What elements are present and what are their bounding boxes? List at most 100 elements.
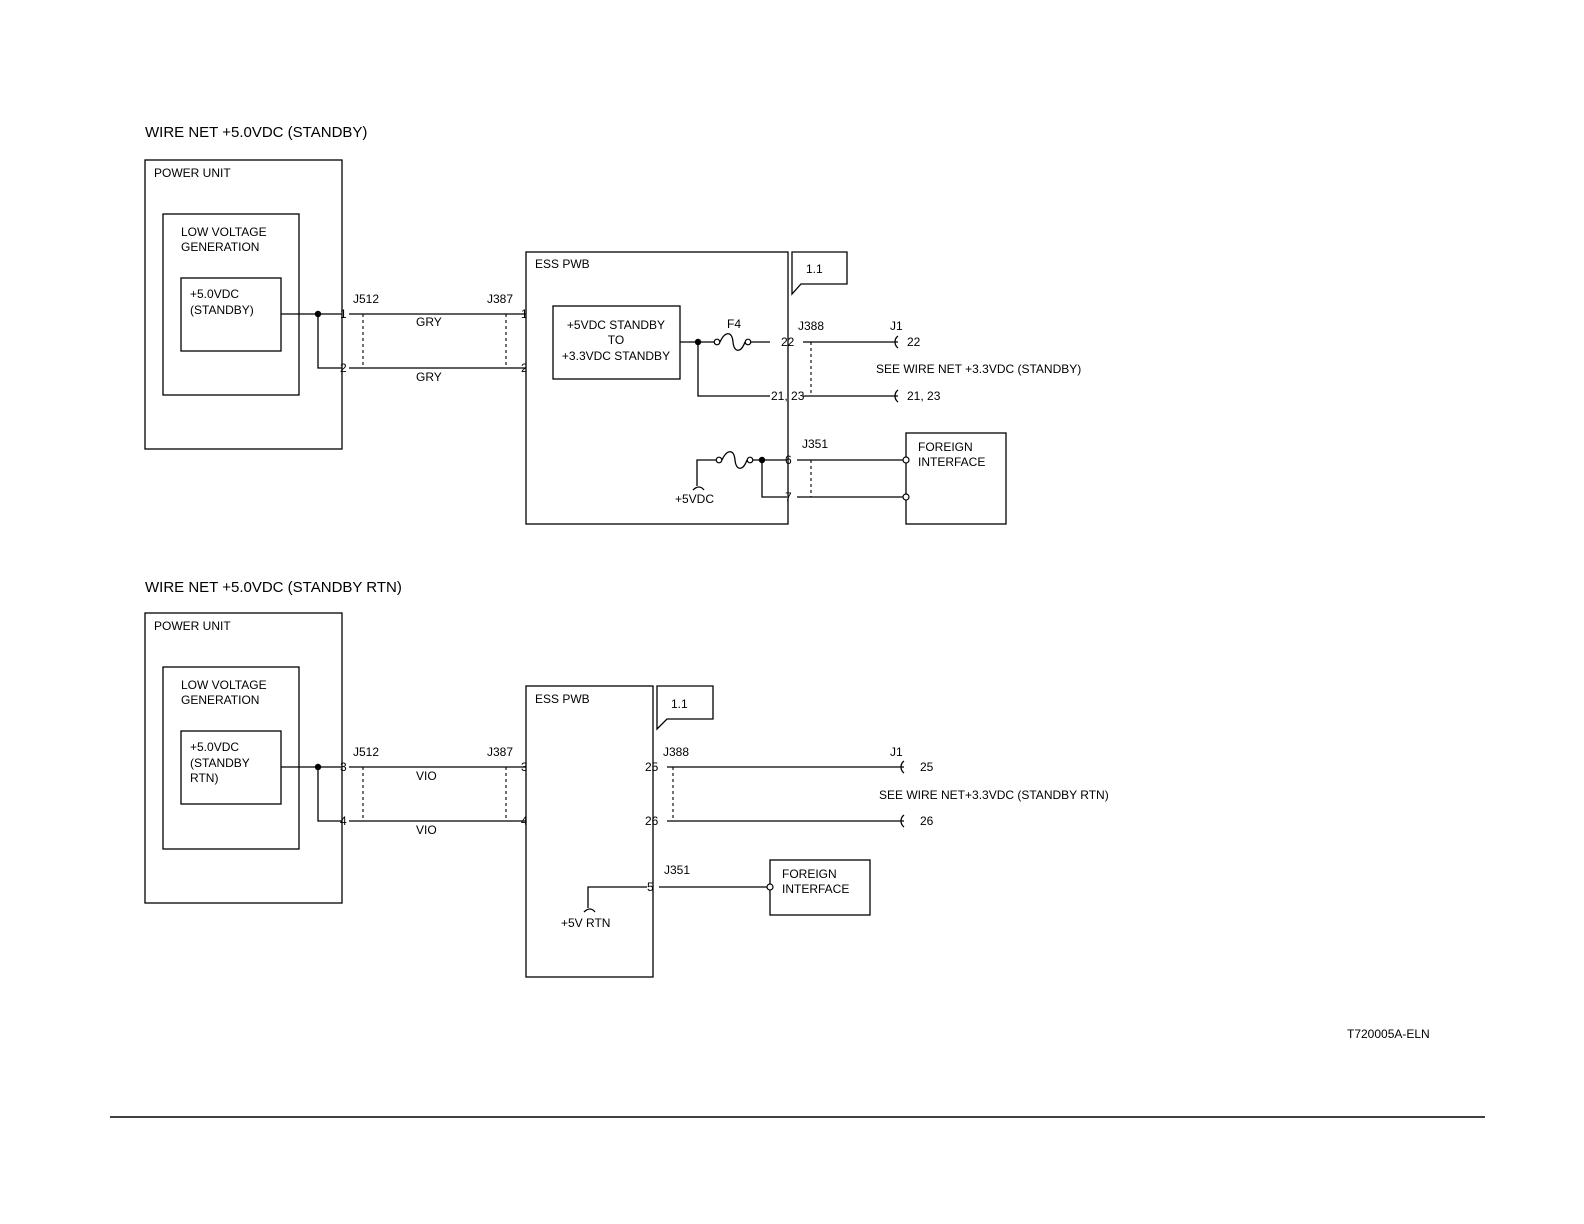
- net1-converter-label-1: +5VDC STANDBY: [567, 318, 665, 332]
- net1-j512-pin1: 1: [340, 307, 347, 321]
- net1-wire-color-2: GRY: [416, 370, 442, 384]
- net1-j387-pin2: 2: [521, 361, 528, 375]
- net1-ess-pwb-box: [525, 251, 789, 525]
- net2-fi-label-1: FOREIGN: [782, 867, 837, 881]
- net2-fi-terminal-5: [766, 883, 774, 891]
- net1-fi-label-1: FOREIGN: [918, 440, 973, 454]
- connector-arrow-icon: [894, 389, 899, 403]
- signal-source-icon: [583, 908, 596, 913]
- net1-j351-label: J351: [802, 437, 828, 451]
- net1-pin6: 6: [785, 453, 792, 467]
- net1-converter-label-2: TO: [608, 333, 624, 347]
- net1-fuse2-terminal-right: [746, 456, 754, 464]
- net1-j1-label: J1: [890, 319, 903, 333]
- net2-pin26: 26: [645, 814, 659, 828]
- net1-j1-pin21-23: 21, 23: [907, 389, 941, 403]
- connector-arrow-icon: [900, 760, 905, 774]
- net1-j512-label: J512: [353, 292, 379, 306]
- net2-j512-pin3: 3: [340, 760, 347, 774]
- net1-title: WIRE NET +5.0VDC (STANDBY): [145, 124, 367, 141]
- net1-pin21-23: 21, 23: [771, 389, 805, 403]
- net2-5vrtn-label: +5V RTN: [561, 916, 610, 930]
- net1-f4-terminal-right: [744, 338, 752, 346]
- net1-j388-wires: [803, 341, 898, 397]
- net2-pin25: 25: [645, 760, 659, 774]
- net1-fi-terminal-6: [902, 456, 910, 464]
- net2-title: WIRE NET +5.0VDC (STANDBY RTN): [145, 579, 402, 596]
- net2-j387-label: J387: [487, 745, 513, 759]
- net1-j388-label: J388: [798, 319, 824, 333]
- net2-connector-dashes: [362, 767, 507, 821]
- net1-fi-terminal-7: [902, 493, 910, 501]
- net2-wire-color-1: VIO: [416, 769, 437, 783]
- net2-harness-wires: [349, 766, 526, 822]
- net1-source-label-2: (STANDBY): [190, 303, 254, 317]
- signal-source-icon: [692, 486, 705, 491]
- net2-j512-pin4: 4: [340, 814, 347, 828]
- net2-source-label-2: (STANDBY: [190, 756, 250, 770]
- net2-see-wire-net: SEE WIRE NET+3.3VDC (STANDBY RTN): [879, 788, 1109, 802]
- net1-pin7: 7: [785, 490, 792, 504]
- net2-j388-label: J388: [663, 745, 689, 759]
- net1-fi-label-2: INTERFACE: [918, 455, 985, 469]
- net1-converter-label-3: +3.3VDC STANDBY: [562, 349, 670, 363]
- net2-wire-color-2: VIO: [416, 823, 437, 837]
- net1-source-box: [180, 277, 282, 352]
- net2-source-wire: [281, 766, 342, 822]
- net2-j351-label: J351: [664, 863, 690, 877]
- net2-5vrtn-wire: [587, 886, 647, 908]
- net2-power-unit-label: POWER UNIT: [154, 619, 231, 633]
- net1-source-wire: [281, 313, 342, 369]
- net2-j387-pin4: 4: [521, 814, 528, 828]
- net1-fuse2-terminal-left: [715, 456, 723, 464]
- net2-lvg-label-2: GENERATION: [181, 693, 259, 707]
- net2-j512-label: J512: [353, 745, 379, 759]
- connector-arrow-icon: [894, 335, 899, 349]
- net1-foreign-interface-box: [905, 432, 1007, 525]
- net1-f4-label: F4: [727, 317, 741, 331]
- net1-f4-terminal-left: [713, 338, 721, 346]
- net1-pin7-wire: [761, 460, 787, 498]
- net1-harness-wires: [349, 313, 526, 369]
- net2-junction-dot: [314, 763, 322, 771]
- net1-reference-flag: [791, 251, 848, 296]
- net1-j387-label: J387: [487, 292, 513, 306]
- net1-converter-box: [552, 305, 681, 380]
- net1-branch-wire: [697, 342, 770, 397]
- net1-5vdc-wire: [696, 459, 787, 486]
- net1-5vdc-label: +5VDC: [675, 492, 714, 506]
- net2-j388-wires: [667, 766, 904, 822]
- net1-lvg-label-2: GENERATION: [181, 240, 259, 254]
- net1-connector-dashes: [362, 314, 507, 368]
- net2-j387-pin3: 3: [521, 760, 528, 774]
- fuse-icon: [721, 451, 748, 469]
- net2-reference-flag-label: 1.1: [671, 697, 688, 711]
- net1-j387-pin1: 1: [521, 307, 528, 321]
- net2-pin5: 5: [647, 880, 654, 894]
- net1-ess-pwb-label: ESS PWB: [535, 257, 590, 271]
- document-id: T720005A-ELN: [1347, 1027, 1430, 1041]
- net1-j1-pin22: 22: [907, 335, 921, 349]
- net2-reference-flag: [656, 685, 714, 731]
- connector-arrow-icon: [900, 814, 905, 828]
- net1-power-unit-label: POWER UNIT: [154, 166, 231, 180]
- net2-j1-label: J1: [890, 745, 903, 759]
- net2-ess-pwb-box: [525, 685, 654, 978]
- net1-wire-color-1: GRY: [416, 315, 442, 329]
- net2-ess-pwb-label: ESS PWB: [535, 692, 590, 706]
- net1-j351-wires: [797, 459, 904, 498]
- net2-source-box: [180, 730, 282, 805]
- net2-source-label-3: RTN): [190, 771, 218, 785]
- net2-foreign-interface-box: [769, 859, 871, 916]
- net2-lvg-label-1: LOW VOLTAGE: [181, 678, 267, 692]
- net1-j512-pin2: 2: [340, 361, 347, 375]
- net1-junction-dot: [314, 310, 322, 318]
- net1-reference-flag-label: 1.1: [806, 262, 823, 276]
- net2-j1-pin26: 26: [920, 814, 934, 828]
- net1-lvg-label-1: LOW VOLTAGE: [181, 225, 267, 239]
- net1-pin22: 22: [781, 335, 795, 349]
- net2-j1-pin25: 25: [920, 760, 934, 774]
- net1-see-wire-net: SEE WIRE NET +3.3VDC (STANDBY): [876, 362, 1081, 376]
- fuse-icon: [719, 333, 746, 351]
